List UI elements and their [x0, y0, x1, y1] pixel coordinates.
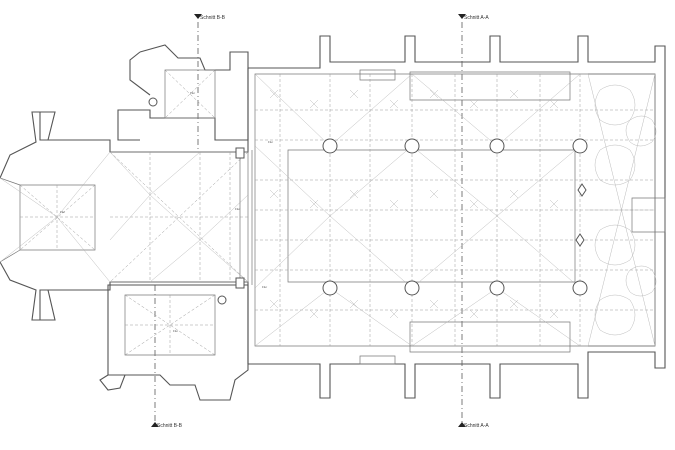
room-label: Flur	[262, 285, 267, 289]
section-label-aa-bottom: Schnitt A-A	[464, 423, 489, 429]
nave-walls	[248, 35, 666, 399]
section-markers	[151, 14, 466, 427]
nave-vault	[254, 73, 655, 347]
sacristy-south	[99, 284, 249, 401]
room-label: Flur	[268, 140, 273, 144]
section-label-bb-bottom: Schnitt B-B	[157, 423, 183, 429]
room-label: Flur	[60, 210, 65, 214]
choir-vault	[0, 151, 249, 283]
room-label: Flur	[235, 207, 240, 211]
room-label: Flur	[173, 329, 178, 333]
nave-pillars	[322, 138, 588, 296]
chancel-arch	[235, 147, 253, 289]
choir-walls	[0, 68, 249, 364]
sacristy-north	[117, 44, 249, 141]
west-tower-vault	[587, 73, 666, 347]
section-label-aa-top: Schnitt A-A	[464, 15, 489, 21]
room-label: Flur	[190, 91, 195, 95]
section-label-bb-top: Schnitt B-B	[200, 15, 226, 21]
